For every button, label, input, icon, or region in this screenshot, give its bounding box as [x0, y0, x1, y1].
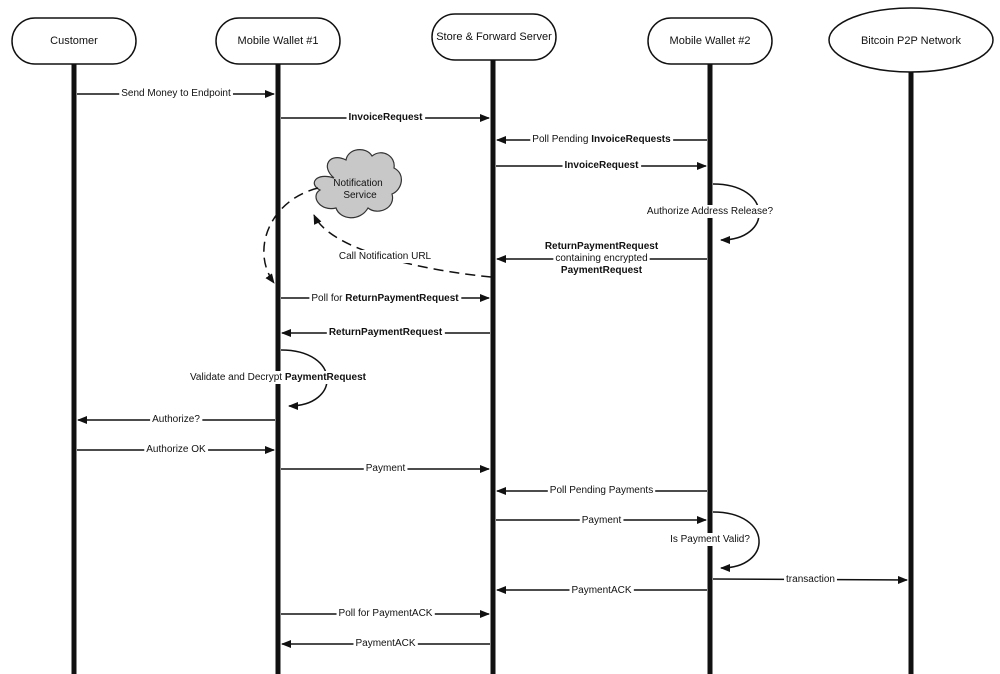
- message-20-label-bg: [353, 637, 418, 650]
- message-3-label: Poll Pending InvoiceRequests: [532, 134, 671, 145]
- self-message-arrow: [712, 511, 760, 572]
- message-19-label: Poll for PaymentACK: [339, 608, 433, 619]
- notify-wallet1-dashed-arrow: [263, 187, 319, 284]
- message-1: Send Money to Endpoint: [77, 87, 275, 100]
- message-11-label: Authorize?: [152, 414, 200, 425]
- message-6-label-line-1-bg: [542, 240, 661, 253]
- message-3: Poll Pending InvoiceRequests: [496, 133, 707, 146]
- message-19-label-bg: [336, 607, 435, 620]
- message-13-label: Payment: [366, 463, 406, 474]
- message-6-label-line-3-bg: [558, 264, 645, 277]
- message-15-label: Payment: [582, 515, 622, 526]
- message-14-label: Poll Pending Payments: [550, 485, 653, 496]
- message-8: Poll for ReturnPaymentRequest: [281, 292, 490, 305]
- participant-server-label: Store & Forward Server: [436, 31, 552, 43]
- participant-p2p: Bitcoin P2P Network: [828, 7, 994, 73]
- message-19: Poll for PaymentACK: [281, 607, 490, 620]
- message-9-label: ReturnPaymentRequest: [329, 327, 443, 338]
- notification-cloud-icon: [313, 149, 402, 219]
- message-5: Authorize Address Release?: [644, 183, 776, 244]
- participant-wallet1-label: Mobile Wallet #1: [238, 35, 319, 47]
- message-2-label-bg: [346, 111, 426, 124]
- message-7-label: Call Notification URL: [339, 251, 432, 262]
- message-6-label-line-3: PaymentRequest: [561, 265, 643, 276]
- participant-wallet1: Mobile Wallet #1: [215, 17, 341, 65]
- message-9: ReturnPaymentRequest: [281, 326, 490, 339]
- message-8-label: Poll for ReturnPaymentRequest: [311, 293, 459, 304]
- message-5-label-bg: [644, 205, 776, 218]
- message-7: Call Notification URL: [336, 250, 434, 263]
- participant-customer: Customer: [11, 17, 137, 65]
- message-17: transaction: [712, 573, 908, 586]
- participant-p2p-label: Bitcoin P2P Network: [861, 35, 962, 47]
- participant-customer-box: [11, 17, 137, 65]
- message-16: Is Payment Valid?: [668, 511, 760, 572]
- message-14: Poll Pending Payments: [496, 484, 707, 497]
- message-4-label: InvoiceRequest: [565, 160, 640, 171]
- message-10-label: Validate and Decrypt PaymentRequest: [190, 372, 367, 383]
- message-6-label-line-2-bg: [553, 252, 650, 265]
- message-17-label: transaction: [786, 574, 835, 585]
- notification-service-line2: Service: [343, 190, 377, 201]
- message-11: Authorize?: [77, 413, 275, 426]
- message-4: InvoiceRequest: [496, 159, 707, 172]
- message-2: InvoiceRequest: [281, 111, 490, 124]
- participant-wallet2: Mobile Wallet #2: [647, 17, 773, 65]
- message-18: PaymentACK: [496, 584, 707, 597]
- notification-service: Notification Service: [313, 149, 402, 219]
- message-13-label-bg: [363, 462, 408, 475]
- message-6-label-line-2: containing encrypted: [555, 253, 647, 264]
- message-15: Payment: [496, 514, 707, 527]
- lifelines: [71, 60, 914, 674]
- message-16-label: Is Payment Valid?: [670, 534, 750, 545]
- message-2-label: InvoiceRequest: [349, 112, 424, 123]
- participant-server: Store & Forward Server: [431, 13, 557, 61]
- message-7-label-bg: [336, 250, 434, 263]
- message-6-label-line-1: ReturnPaymentRequest: [545, 241, 659, 252]
- message-18-label-bg: [569, 584, 634, 597]
- message-15-label-bg: [579, 514, 624, 527]
- message-11-label-bg: [150, 413, 203, 426]
- message-4-label-bg: [562, 159, 642, 172]
- message-1-label: Send Money to Endpoint: [121, 88, 231, 99]
- messages: Send Money to EndpointInvoiceRequestPoll…: [77, 87, 908, 650]
- participant-wallet2-box: [647, 17, 773, 65]
- participant-wallet1-box: [215, 17, 341, 65]
- message-8-label-bg: [309, 292, 462, 305]
- message-16-label-bg: [668, 533, 753, 546]
- message-17-label-bg: [784, 573, 837, 586]
- notification-service-line1: Notification: [333, 178, 382, 189]
- participant-customer-label: Customer: [50, 35, 98, 47]
- message-12: Authorize OK: [77, 443, 275, 456]
- message-14-label-bg: [547, 484, 656, 497]
- call-notification-dashed-arrow: [313, 214, 492, 278]
- message-5-label: Authorize Address Release?: [647, 206, 774, 217]
- message-12-label: Authorize OK: [146, 444, 206, 455]
- message-1-label-bg: [119, 87, 233, 100]
- message-13: Payment: [281, 462, 490, 475]
- participant-p2p-ellipse: [828, 7, 994, 73]
- message-12-label-bg: [144, 443, 209, 456]
- participant-server-box: [431, 13, 557, 61]
- message-3-label-bg: [530, 133, 674, 146]
- message-18-label: PaymentACK: [571, 585, 631, 596]
- message-10: Validate and Decrypt PaymentRequest: [187, 349, 369, 410]
- message-20: PaymentACK: [281, 637, 490, 650]
- participant-wallet2-label: Mobile Wallet #2: [670, 35, 751, 47]
- message-9-label-bg: [326, 326, 445, 339]
- message-10-label-bg: [187, 371, 369, 384]
- message-20-label: PaymentACK: [355, 638, 415, 649]
